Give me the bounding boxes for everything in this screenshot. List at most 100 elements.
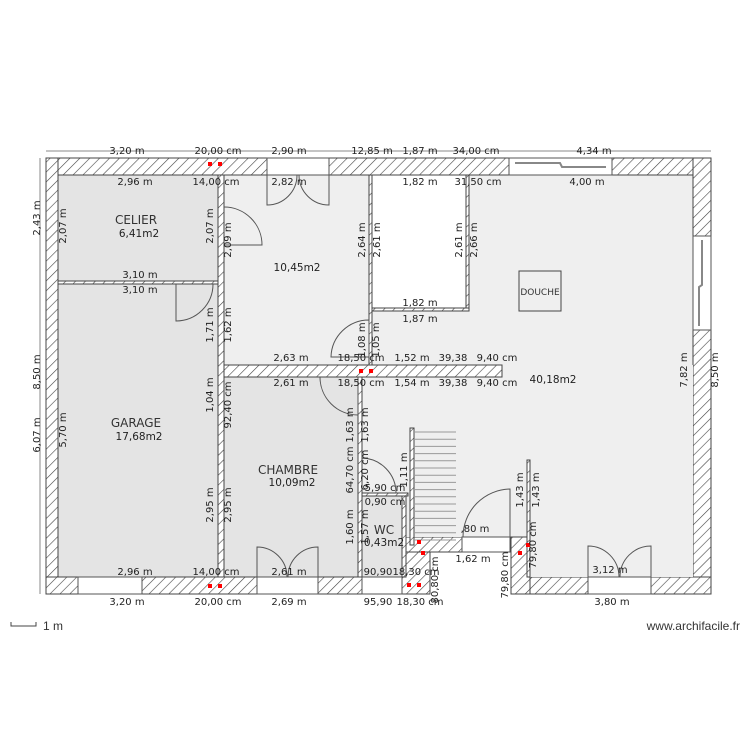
dimension-label: 1,60 m: [345, 509, 356, 544]
dimension-label: 39,38: [439, 378, 468, 389]
dimension-label: 1,05 m: [371, 322, 382, 357]
dimension-label: 1,57 m: [360, 509, 371, 544]
dimension-label: 2,09 m: [223, 222, 234, 257]
dimension-lines: [39, 150, 711, 594]
door-swing: [361, 457, 397, 494]
watermark: www.archifacile.fr: [646, 619, 740, 633]
room-area: 10,45m2: [274, 262, 321, 274]
door-swing: [587, 545, 620, 578]
room-name: DOUCHE: [520, 288, 560, 298]
shower-box: [518, 270, 562, 312]
dimension-label: 2,61 m: [273, 378, 308, 389]
red-marker: [417, 540, 421, 544]
dimension-label: 1,71 m: [205, 307, 216, 342]
dimension-label: 1,62 m: [223, 307, 234, 342]
dimension-label: 2,96 m: [117, 567, 152, 578]
door-swing: [256, 546, 288, 578]
red-marker: [218, 584, 222, 588]
red-marker: [407, 583, 411, 587]
room-area: 0,43m2: [364, 537, 404, 549]
dimension-label: 2,95 m: [223, 487, 234, 522]
dimension-label: 20,00 cm: [194, 146, 241, 157]
dimension-label: 2,66 m: [469, 222, 480, 257]
red-marker: [417, 583, 421, 587]
dimension-label: 1,87 m: [402, 314, 437, 325]
dimension-label: 1,87 m: [402, 146, 437, 157]
room-area: 10,09m2: [269, 477, 316, 489]
room-name: CELIER: [115, 213, 157, 227]
dimension-label: 1,82 m: [402, 177, 437, 188]
red-marker: [421, 551, 425, 555]
dimension-label: 7,82 m: [679, 352, 690, 387]
dimension-label: 9,40 cm: [477, 353, 518, 364]
dimension-label: 20,00 cm: [194, 597, 241, 608]
dimension-label: 3,10 m: [122, 270, 157, 281]
dimension-label: 1,54 m: [394, 378, 429, 389]
dimension-label: 95,90: [364, 597, 393, 608]
dimension-label: 3,12 m: [592, 565, 627, 576]
dimension-label: 18,30 cm: [396, 597, 443, 608]
dimension-label: 1,63 m: [345, 407, 356, 442]
room-name: GARAGE: [111, 416, 161, 430]
dimension-label: 9,40 cm: [477, 378, 518, 389]
dimension-label: 79,80 cm: [528, 521, 539, 568]
dimension-label: 2,90 m: [271, 146, 306, 157]
dimension-label: 14,00 cm: [192, 567, 239, 578]
red-marker: [208, 584, 212, 588]
door-swing: [175, 283, 214, 322]
dimension-label: 64,70 cm: [345, 446, 356, 493]
room-area: 40,18m2: [530, 374, 577, 386]
dimension-label: 1,52 m: [394, 353, 429, 364]
room-name: CHAMBRE: [258, 463, 318, 477]
room-area: 6,41m2: [119, 228, 159, 240]
dimension-label: 3,20 m: [109, 597, 144, 608]
door-swing: [319, 376, 359, 416]
red-marker: [526, 543, 530, 547]
dimension-label: 2,69 m: [271, 597, 306, 608]
door-swings: [175, 174, 652, 578]
dimension-label: ,80 m: [461, 524, 490, 535]
dimension-label: 3,10 m: [122, 285, 157, 296]
door-swing: [223, 206, 263, 246]
red-marker: [369, 369, 373, 373]
dimension-label: 4,00 m: [569, 177, 604, 188]
dimension-label: 2,61 m: [454, 222, 465, 257]
red-marker: [359, 369, 363, 373]
staircase: [414, 431, 456, 541]
dimension-label: 18,50 cm: [337, 353, 384, 364]
dimension-labels: 3,20 m 20,00 cm 2,90 m 12,85 m 1,87 m 34,00 c…: [32, 146, 721, 608]
dimension-label: 4,34 m: [576, 146, 611, 157]
red-marker: [208, 162, 212, 166]
dimension-label: 2,61 m: [271, 567, 306, 578]
dimension-label: 8,50 m: [32, 354, 43, 389]
dimension-label: 34,00 cm: [452, 146, 499, 157]
dimension-label: 2,07 m: [205, 208, 216, 243]
dimension-label: 31,50 cm: [454, 177, 501, 188]
dimension-label: 6,20 cm: [360, 450, 371, 491]
openings: [77, 157, 712, 595]
window-top-left: [266, 157, 330, 176]
door-opening-main: [587, 576, 652, 595]
door-swing: [298, 174, 330, 206]
room-name: WC: [374, 523, 394, 537]
door-swing: [287, 546, 319, 578]
dimension-label: 12,85 m: [351, 146, 393, 157]
door-swing: [619, 545, 652, 578]
dimension-label: 90,90: [364, 567, 393, 578]
dimension-label: 1,62 m: [455, 554, 490, 565]
dimension-label: 1,11 m: [399, 452, 410, 487]
room-labels: CELIER6,41m210,45m2DOUCHE40,18m2GARAGE17…: [111, 213, 577, 549]
dimension-label: 2,96 m: [117, 177, 152, 188]
door-opening-chambre: [256, 576, 319, 595]
dimension-label: 6,07 m: [32, 417, 43, 452]
scale-bar: 1 m: [10, 619, 63, 633]
dimension-label: 2,07 m: [58, 208, 69, 243]
entry-door-opening: [461, 536, 511, 553]
door-swing: [266, 174, 298, 206]
garage-door-opening: [77, 576, 143, 595]
dimension-label: 2,63 m: [273, 353, 308, 364]
dimension-label: 2,64 m: [357, 222, 368, 257]
dimension-label: 18,30 cm: [392, 567, 439, 578]
